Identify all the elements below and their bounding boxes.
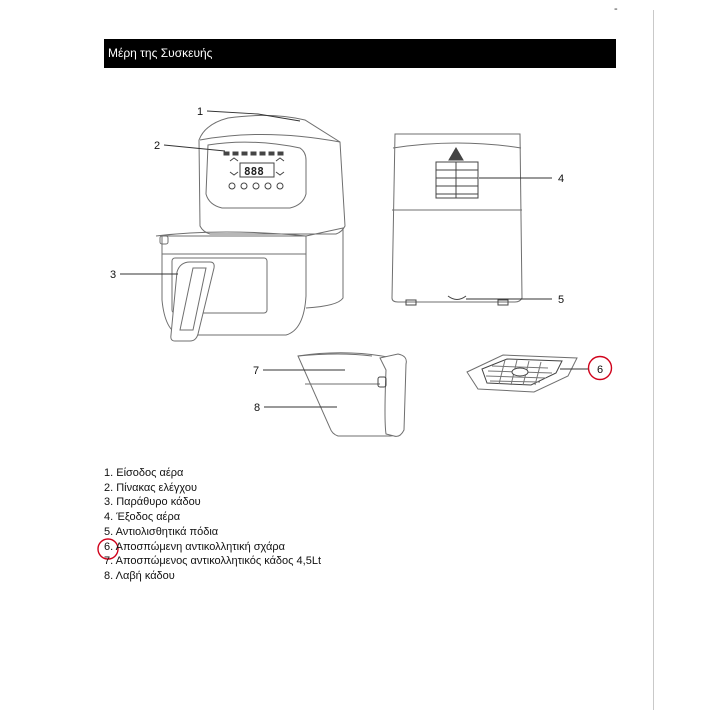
callout-2: 2 [154,140,160,152]
list-item: 7. Αποσπώμενος αντικολλητικός κάδος 4,5L… [104,555,321,568]
mode-icons [223,151,284,156]
basket [297,352,407,437]
back-view-fryer [391,133,523,306]
highlight-circle-callout-6 [587,355,613,381]
list-item: 6. Αποσπώμενη αντικολλητική σχάρα [104,540,285,553]
parts-list: 1. Είσοδος αέρα 2. Πίνακας ελέγχου 3. Πα… [104,466,321,584]
callout-5: 5 [558,294,564,306]
callout-7: 7 [253,365,259,377]
callout-8: 8 [254,402,260,414]
list-item: 3. Παράθυρο κάδου [104,496,201,509]
section-title: Μέρη της Συσκευής [108,46,213,60]
corner-mark: - [614,3,618,15]
display-digits: 888 [244,165,264,178]
highlight-circle-list-6 [97,538,119,560]
page-edge-line [653,10,654,710]
list-item: 4. Έξοδος αέρα [104,511,181,524]
front-view-fryer [155,114,346,342]
section-header: Μέρη της Συσκευής [104,39,616,68]
control-panel [223,151,285,190]
list-item: 1. Είσοδος αέρα [104,467,184,479]
list-item: 5. Αντιολισθητικά πόδια [104,525,219,538]
list-item: 2. Πίνακας ελέγχου [104,481,197,494]
callout-6: 6 [597,364,603,376]
list-item: 8. Λαβή κάδου [104,569,175,582]
callout-1: 1 [197,106,203,118]
callout-4: 4 [558,173,564,185]
grill-plate [466,354,578,393]
callout-3: 3 [110,269,116,281]
